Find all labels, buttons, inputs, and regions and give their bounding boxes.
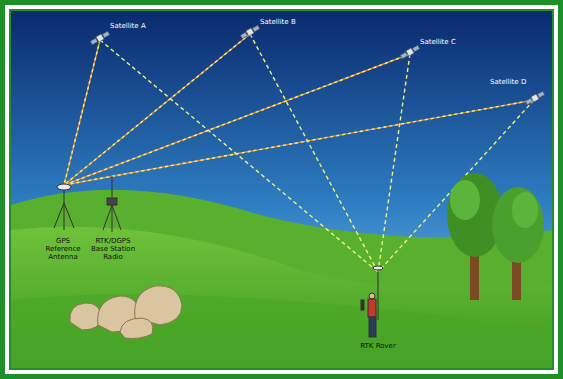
satellite-label: Satellite A xyxy=(110,22,170,30)
antenna-label: GPS Reference Antenna xyxy=(38,237,88,261)
rover-label: RTK Rover xyxy=(348,342,408,350)
radio-label: RTK/DGPS Base Station Radio xyxy=(90,237,136,261)
satellite-label: Satellite B xyxy=(260,18,320,26)
satellite-label: Satellite C xyxy=(420,38,480,46)
satellite-label: Satellite D xyxy=(490,78,550,86)
